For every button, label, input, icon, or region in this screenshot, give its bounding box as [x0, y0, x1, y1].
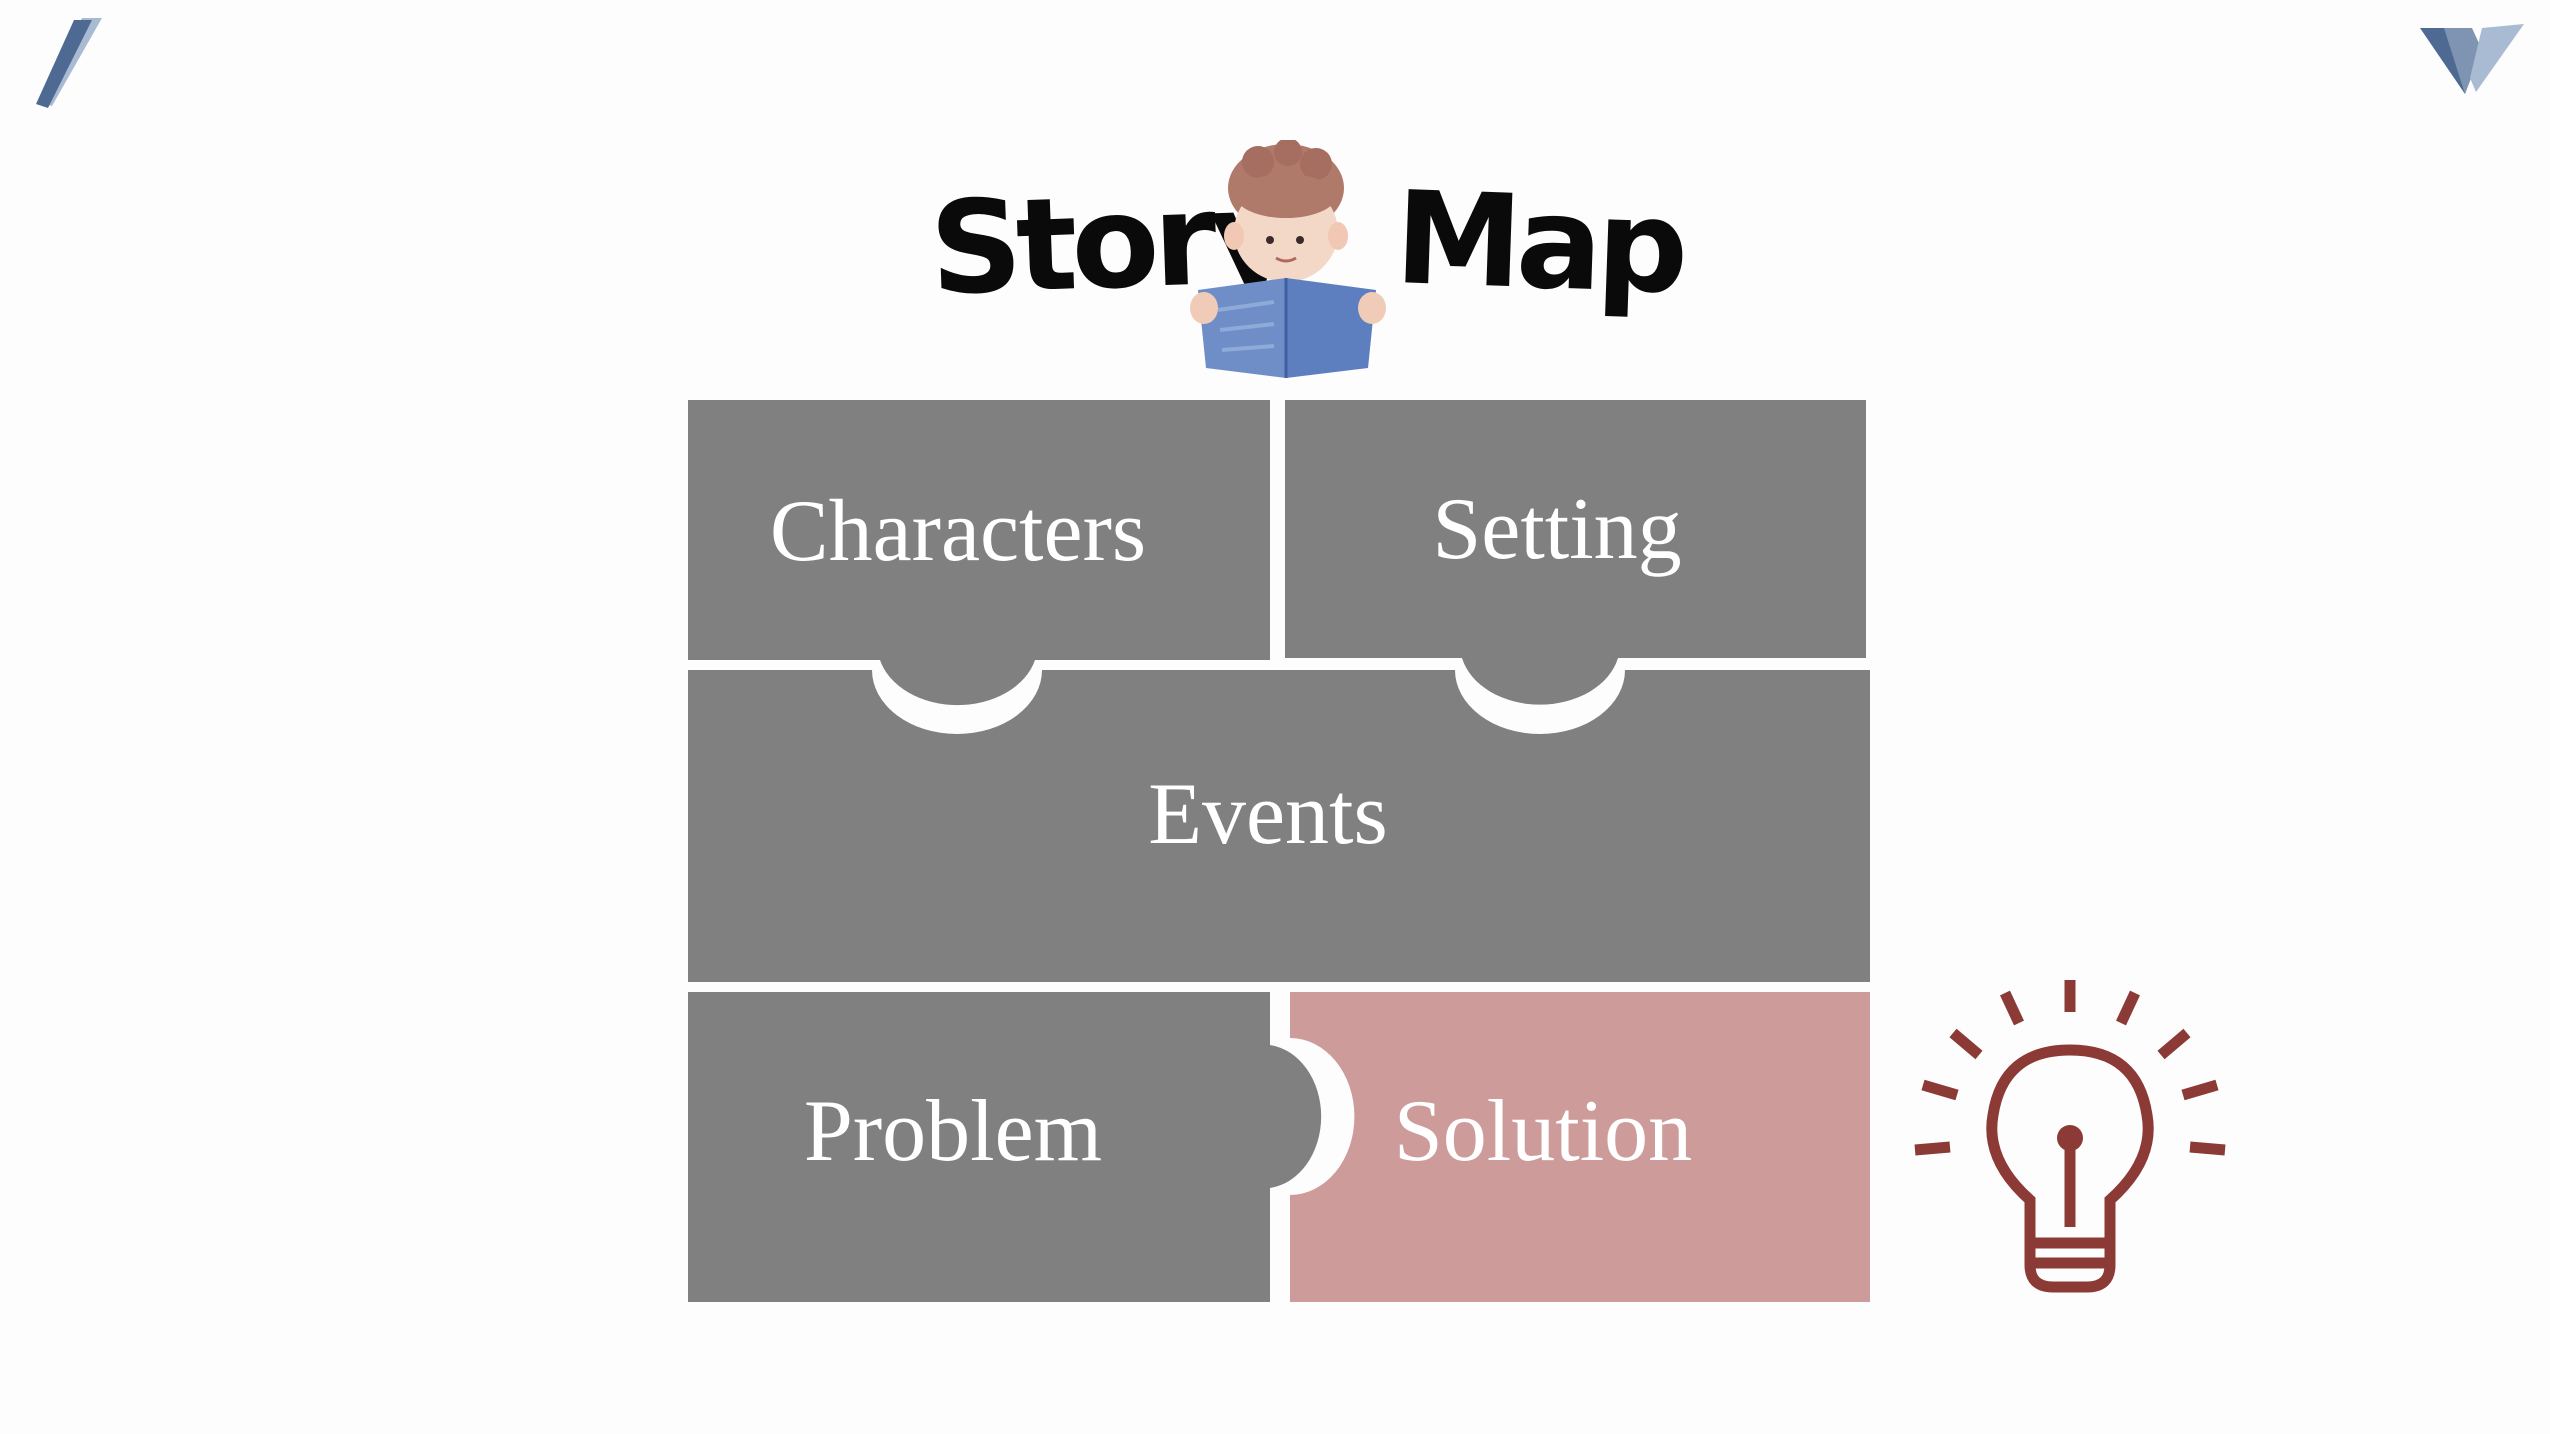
solution-piece: [1290, 992, 1870, 1302]
problem-label: Problem: [803, 1083, 1103, 1180]
chevron-logo-icon: [2420, 24, 2524, 94]
events-piece: [688, 670, 1870, 982]
setting-piece: [1285, 400, 1866, 705]
slash-accent-icon: [36, 18, 102, 108]
characters-piece: [688, 400, 1270, 706]
characters-label: Characters: [769, 483, 1147, 580]
lightbulb-icon: [1914, 980, 2226, 1293]
setting-label: Setting: [1432, 481, 1682, 578]
solution-label: Solution: [1393, 1083, 1693, 1180]
events-label: Events: [1148, 766, 1388, 863]
story-map-title: Story Map: [910, 140, 1685, 390]
child-reading-book-icon: [1190, 140, 1386, 378]
problem-piece: [688, 992, 1322, 1302]
